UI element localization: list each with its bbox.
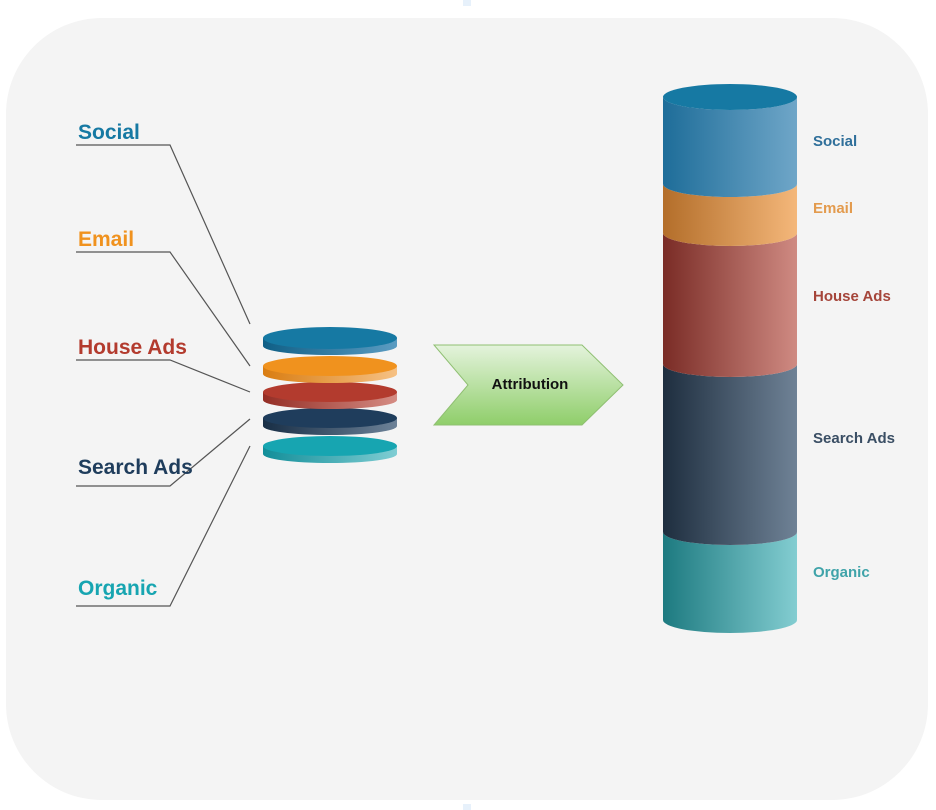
cylinder-segment-email	[663, 184, 797, 246]
connector-search-ads	[76, 418, 251, 487]
segment-label-social: Social	[813, 133, 858, 150]
segment-label-email: Email	[813, 200, 854, 217]
source-label-social: Social	[78, 121, 140, 144]
connector-house-ads	[76, 359, 251, 393]
segment-label-search-ads: Search Ads	[813, 430, 895, 447]
segment-label-organic: Organic	[813, 564, 870, 581]
source-label-search-ads: Search Ads	[78, 456, 193, 479]
cylinder-segment-organic	[663, 532, 797, 633]
source-label-email: Email	[78, 228, 135, 251]
cylinder-segment-house-ads	[663, 233, 797, 377]
cylinder-segment-search-ads	[663, 364, 797, 545]
connector-organic	[76, 445, 251, 607]
disc-email	[263, 356, 397, 383]
attribution-arrow	[432, 344, 624, 426]
cylinder-top	[663, 84, 797, 110]
source-label-house-ads: House Ads	[78, 336, 187, 359]
disc-organic	[263, 436, 397, 463]
disc-social	[263, 327, 397, 355]
connector-email	[76, 251, 251, 367]
connector-social	[76, 144, 251, 325]
source-label-organic: Organic	[78, 577, 158, 600]
disc-house-ads	[263, 382, 397, 409]
disc-search-ads	[263, 408, 397, 435]
attribution-label: Attribution	[491, 376, 569, 393]
bottom-connector-mark	[463, 804, 471, 810]
segment-label-house-ads: House Ads	[813, 288, 891, 305]
top-connector-mark	[463, 0, 471, 6]
cylinder-segment-social	[663, 97, 797, 197]
